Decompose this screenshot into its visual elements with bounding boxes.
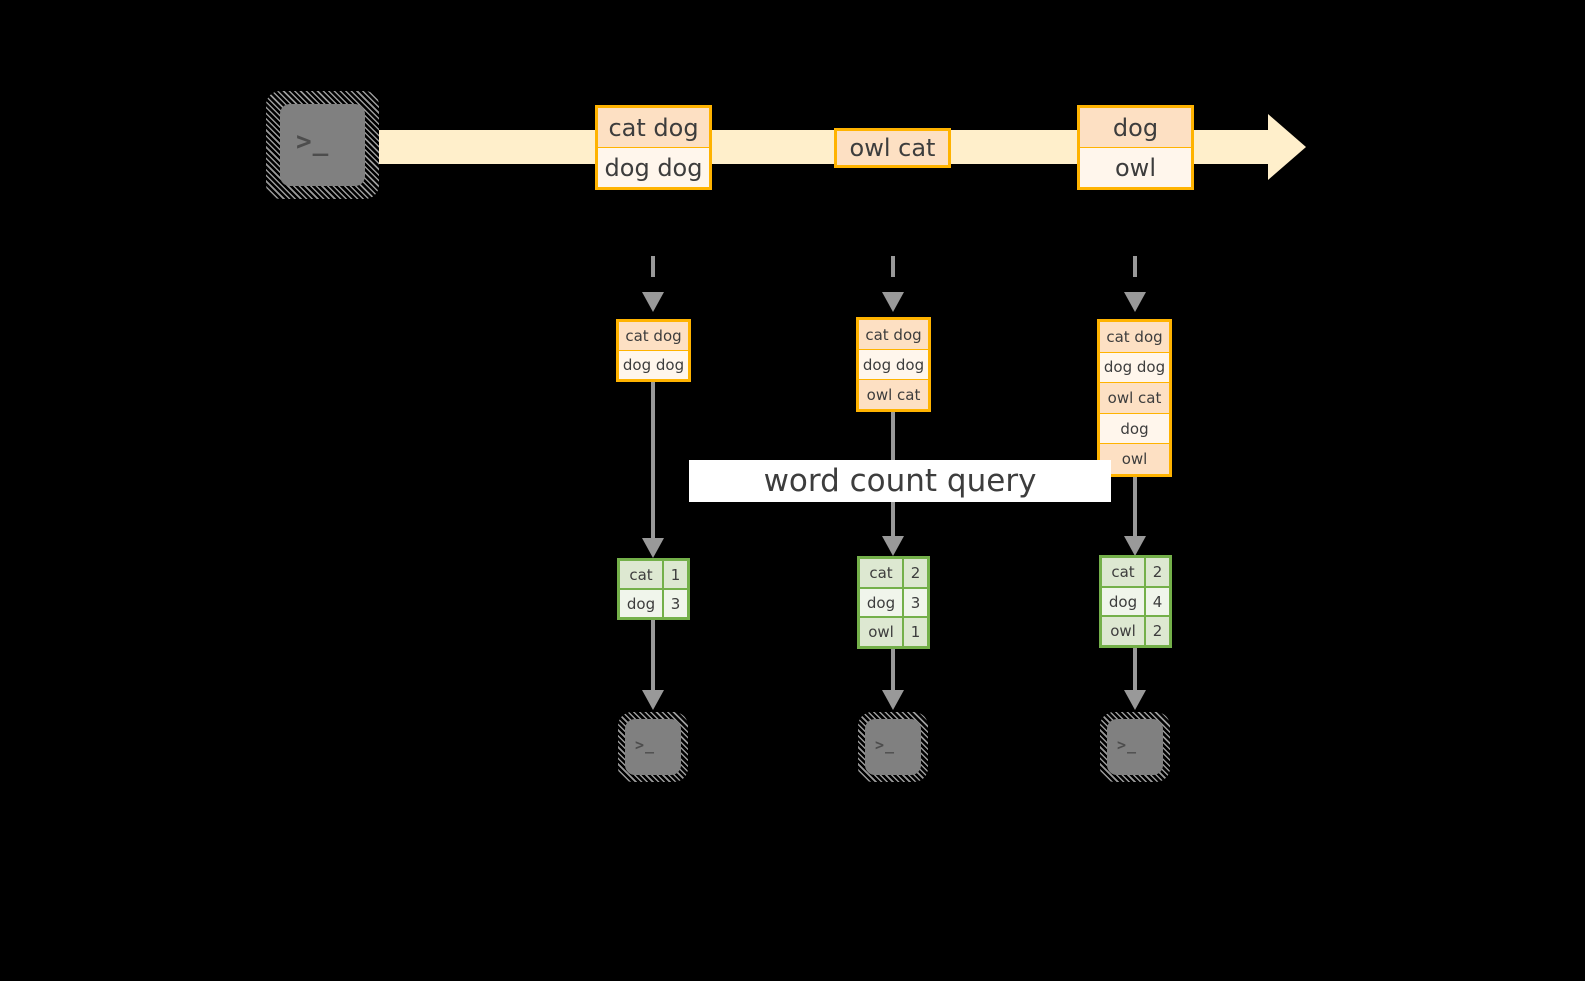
buffer-line: dog dog: [619, 351, 688, 379]
result-word: dog: [860, 588, 904, 617]
snapshot-2-trigger-line: [891, 256, 895, 296]
stream-record-3[interactable]: dog owl: [1077, 105, 1194, 190]
snapshot-2-trigger-arrowhead: [882, 292, 904, 312]
terminal-prompt-glyph: >_: [635, 736, 656, 754]
buffer-line: cat dog: [1100, 322, 1169, 353]
result-word: dog: [620, 590, 664, 617]
result-count: 1: [904, 618, 927, 647]
terminal-body: [865, 719, 921, 775]
snapshot-3-query-arrowhead: [1124, 536, 1146, 556]
source-terminal[interactable]: >_: [266, 91, 379, 199]
snapshot-1-query-line: [651, 382, 655, 550]
table-row: dog 3: [620, 590, 687, 617]
buffer-line: dog dog: [859, 350, 928, 380]
buffer-line: owl cat: [859, 380, 928, 409]
snapshot-3-buffer[interactable]: cat dog dog dog owl cat dog owl: [1097, 319, 1172, 477]
snapshot-1-query-arrowhead: [642, 538, 664, 558]
snapshot-3-sink-line: [1133, 648, 1137, 700]
result-count: 3: [904, 588, 927, 617]
terminal-body: [280, 104, 365, 186]
stream-record-line: dog: [1080, 108, 1191, 148]
stream-record-1[interactable]: cat dog dog dog: [595, 105, 712, 190]
stream-record-line: owl cat: [837, 131, 948, 165]
snapshot-3-trigger-arrowhead: [1124, 292, 1146, 312]
snapshot-3-sink-arrowhead: [1124, 690, 1146, 710]
snapshot-1-buffer[interactable]: cat dog dog dog: [616, 319, 691, 382]
snapshot-1-result-table[interactable]: cat 1 dog 3: [617, 558, 690, 620]
stream-record-line: cat dog: [598, 108, 709, 148]
snapshot-2-buffer[interactable]: cat dog dog dog owl cat: [856, 317, 931, 412]
snapshot-2-sink-terminal[interactable]: >_: [858, 712, 928, 782]
terminal-prompt-glyph: >_: [296, 127, 330, 157]
result-count: 2: [1146, 617, 1169, 646]
buffer-line: dog dog: [1100, 352, 1169, 384]
result-word: owl: [860, 618, 904, 647]
snapshot-3-sink-terminal[interactable]: >_: [1100, 712, 1170, 782]
result-count: 2: [1146, 558, 1169, 586]
table-row: cat 2: [860, 559, 927, 589]
terminal-prompt-glyph: >_: [1117, 736, 1138, 754]
snapshot-3-result-table[interactable]: cat 2 dog 4 owl 2: [1099, 555, 1172, 648]
result-word: cat: [620, 561, 664, 588]
buffer-line: dog: [1100, 413, 1169, 445]
snapshot-3-trigger-line: [1133, 256, 1137, 296]
stream-record-line: owl: [1080, 148, 1191, 187]
word-count-query-label: word count query: [763, 463, 1037, 499]
table-row: dog 3: [860, 588, 927, 619]
table-row: owl 2: [1102, 617, 1169, 646]
result-count: 1: [664, 561, 687, 588]
snapshot-1-sink-line: [651, 620, 655, 700]
table-row: cat 2: [1102, 558, 1169, 588]
snapshot-1-trigger-arrowhead: [642, 292, 664, 312]
table-row: cat 1: [620, 561, 687, 590]
table-row: owl 1: [860, 618, 927, 647]
event-stream-arrowhead: [1268, 114, 1306, 180]
buffer-line: owl: [1100, 444, 1169, 474]
terminal-body: [1107, 719, 1163, 775]
buffer-line: cat dog: [619, 322, 688, 351]
terminal-prompt-glyph: >_: [875, 736, 896, 754]
word-count-query-banner: word count query: [689, 460, 1111, 502]
result-word: cat: [860, 559, 904, 587]
terminal-body: [625, 719, 681, 775]
result-word: cat: [1102, 558, 1146, 586]
snapshot-1-sink-terminal[interactable]: >_: [618, 712, 688, 782]
snapshot-2-sink-arrowhead: [882, 690, 904, 710]
snapshot-2-sink-line: [891, 649, 895, 700]
buffer-line: cat dog: [859, 320, 928, 350]
snapshot-1-trigger-line: [651, 256, 655, 296]
snapshot-3-query-line: [1133, 477, 1137, 550]
snapshot-2-query-arrowhead: [882, 536, 904, 556]
snapshot-1-sink-arrowhead: [642, 690, 664, 710]
result-word: owl: [1102, 617, 1146, 646]
result-count: 4: [1146, 587, 1169, 616]
table-row: dog 4: [1102, 587, 1169, 618]
snapshot-2-result-table[interactable]: cat 2 dog 3 owl 1: [857, 556, 930, 649]
stream-record-2[interactable]: owl cat: [834, 128, 951, 168]
buffer-line: owl cat: [1100, 383, 1169, 414]
result-count: 2: [904, 559, 927, 587]
stream-record-line: dog dog: [598, 148, 709, 187]
result-count: 3: [664, 590, 687, 617]
result-word: dog: [1102, 587, 1146, 616]
